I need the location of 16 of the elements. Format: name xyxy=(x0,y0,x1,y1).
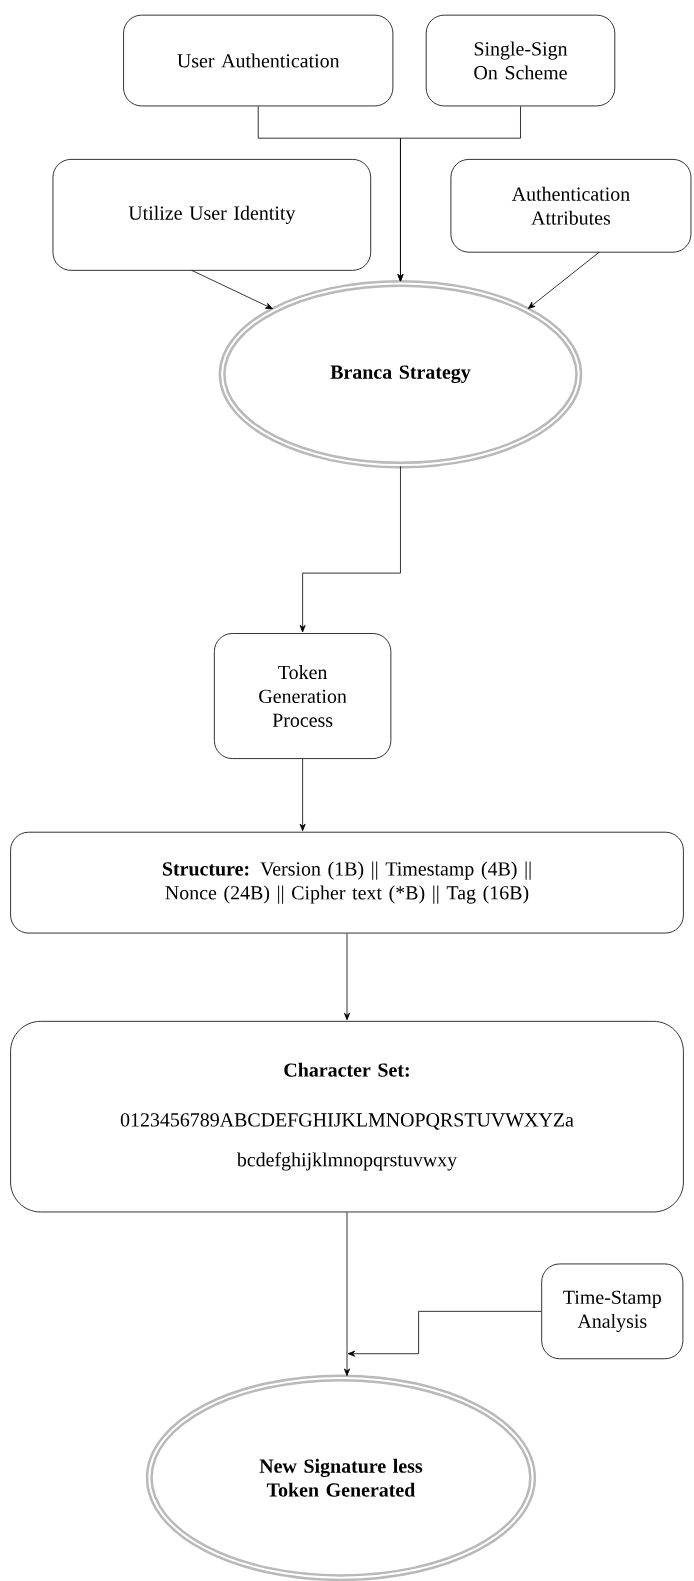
arrow xyxy=(347,1310,542,1357)
process-box: Single-Sign On Scheme xyxy=(425,14,616,107)
arrow xyxy=(344,933,350,1021)
arrow xyxy=(397,105,521,282)
process-box: User Authentication xyxy=(123,14,394,107)
arrow xyxy=(191,269,273,310)
process-box: Character Set: 0123456789ABCDEFGHIJKLMNOPQRSTUVWXYZa bcdefghijklmnopqrstuvwxy xyxy=(10,1020,684,1213)
process-box: Structure: Version (1B) || Timestamp (4B) || Nonce (24B) || Cipher text (*B) || Tag (16B) xyxy=(10,831,684,934)
arrow xyxy=(299,758,306,832)
arrow xyxy=(344,1212,350,1376)
arrow xyxy=(299,465,401,633)
process-box: Utilize User Identity xyxy=(52,159,372,271)
arrow xyxy=(527,251,600,309)
process-box: Authentication Attributes xyxy=(450,159,692,253)
process-box: Token Generation Process xyxy=(213,633,392,759)
process-box: Time-Stamp Analysis xyxy=(541,1263,684,1360)
